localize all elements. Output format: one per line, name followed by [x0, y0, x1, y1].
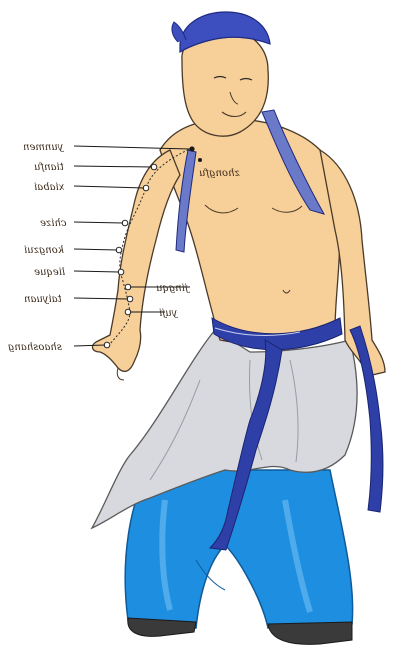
label-zhongfu: zhongfu [199, 168, 241, 179]
marker-yunmen [189, 146, 194, 151]
label-tianfu: tianfu [34, 162, 64, 173]
label-shaoshang: shaoshang [8, 342, 62, 353]
head [182, 30, 268, 136]
leader-xiabai [74, 186, 144, 188]
leader-chize [74, 222, 123, 223]
label-chize: chize [40, 218, 67, 229]
marker-kongzui [116, 247, 122, 253]
label-yuji: yuji [159, 308, 178, 319]
marker-taiyuan [127, 296, 133, 302]
marker-xiabai [143, 185, 149, 191]
marker-lieque [118, 269, 124, 275]
marker-jingqu [125, 284, 131, 290]
marker-yuji [125, 309, 131, 315]
label-lieque: lieque [34, 267, 65, 278]
leader-kongzui [74, 249, 117, 250]
marker-zhongfu [198, 158, 202, 162]
label-xiabai: xiabai [34, 182, 64, 193]
label-yunmen: yunmen [23, 142, 64, 153]
leader-tianfu [74, 166, 152, 167]
leader-lieque [74, 271, 119, 272]
label-kongzui: kongzui [24, 245, 64, 256]
marker-chize [122, 220, 128, 226]
label-jingqu: jingqu [156, 283, 190, 294]
label-taiyuan: taiyuan [24, 294, 62, 305]
marker-shaoshang [104, 342, 110, 348]
marker-tianfu [151, 164, 157, 170]
